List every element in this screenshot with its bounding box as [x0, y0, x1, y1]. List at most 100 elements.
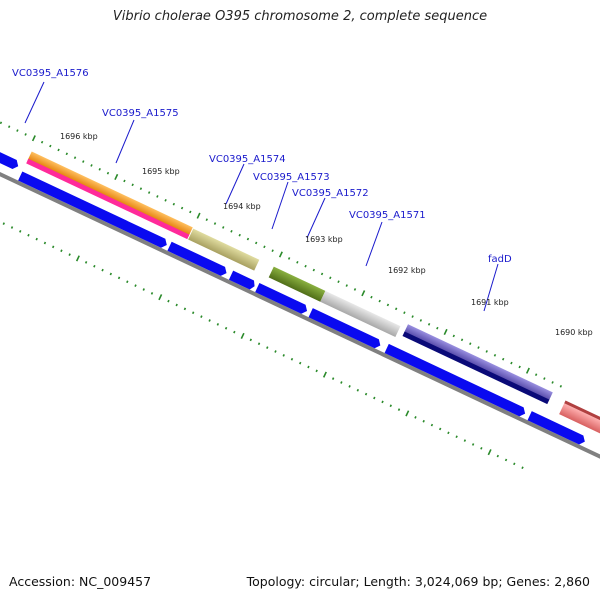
- minor-tick: [463, 439, 467, 442]
- minor-tick: [320, 272, 324, 276]
- minor-tick: [49, 144, 52, 148]
- minor-tick: [477, 346, 480, 349]
- minor-tick: [68, 253, 71, 256]
- minor-tick: [312, 268, 316, 272]
- minor-tick: [315, 369, 318, 373]
- minor-tick: [337, 280, 340, 284]
- minor-tick: [200, 315, 203, 318]
- cds-arrow: [308, 308, 381, 349]
- minor-tick: [156, 195, 159, 198]
- genome-backbone: [0, 163, 600, 466]
- gene-feature-navy: [402, 331, 550, 405]
- gene-feature-salmon: [559, 403, 600, 440]
- minor-tick: [510, 361, 513, 365]
- minor-tick: [296, 260, 299, 264]
- minor-tick: [230, 229, 233, 233]
- minor-tick: [496, 454, 500, 458]
- minor-tick: [364, 392, 368, 396]
- map-title: Vibrio cholerae O395 chromosome 2, compl…: [112, 9, 488, 24]
- minor-tick: [331, 377, 335, 380]
- gene-label-a1574: VC0395_A1574: [209, 154, 286, 165]
- minor-tick: [24, 133, 27, 136]
- minor-tick: [356, 388, 360, 392]
- minor-tick: [263, 245, 266, 249]
- gene-feature-magenta: [26, 158, 190, 240]
- gene-feature-khaki: [188, 228, 260, 271]
- minor-tick: [340, 381, 343, 384]
- minor-tick: [147, 191, 151, 194]
- gene-label-a1575: VC0395_A1575: [102, 108, 179, 119]
- minor-tick: [414, 416, 417, 419]
- minor-tick: [84, 261, 88, 264]
- minor-tick: [469, 342, 472, 346]
- minor-tick: [411, 315, 414, 318]
- gene-label-a1576: VC0395_A1576: [12, 68, 89, 79]
- cds-arrow: [384, 343, 526, 417]
- minor-tick: [290, 357, 294, 361]
- minor-tick: [82, 160, 85, 163]
- minor-tick: [222, 226, 225, 229]
- major-tick: [405, 410, 410, 417]
- callout-line: [115, 119, 135, 164]
- minor-tick: [90, 164, 93, 167]
- minor-tick: [287, 257, 291, 260]
- minor-tick: [208, 319, 211, 322]
- minor-tick: [172, 202, 176, 206]
- minor-tick: [254, 241, 258, 245]
- minor-tick: [471, 443, 475, 446]
- major-tick: [158, 294, 163, 301]
- callout-line: [306, 197, 326, 239]
- minor-tick: [502, 357, 505, 361]
- minor-tick: [518, 365, 521, 369]
- minor-tick: [257, 342, 261, 346]
- position-label-1694: 1694 kbp: [223, 202, 261, 211]
- minor-tick: [16, 129, 19, 132]
- minor-tick: [233, 330, 236, 334]
- minor-tick: [559, 384, 563, 388]
- cds-arrow: [18, 171, 167, 248]
- major-tick: [443, 328, 448, 336]
- minor-tick: [534, 373, 538, 376]
- minor-tick: [57, 148, 60, 152]
- callout-line: [483, 263, 499, 312]
- major-tick: [278, 251, 283, 258]
- minor-tick: [150, 292, 154, 295]
- minor-tick: [353, 288, 357, 291]
- gene-label-a1571: VC0395_A1571: [349, 210, 426, 221]
- minor-tick: [189, 210, 192, 214]
- minor-tick: [504, 458, 508, 462]
- minor-tick: [43, 241, 47, 245]
- cds-arrow: [0, 151, 19, 170]
- callout-line: [271, 181, 289, 230]
- minor-tick: [164, 198, 167, 202]
- minor-tick: [271, 249, 274, 253]
- major-tick: [487, 449, 492, 456]
- minor-tick: [167, 299, 170, 303]
- minor-tick: [455, 435, 458, 439]
- minor-tick: [65, 152, 68, 156]
- sequence-summary: Topology: circular; Length: 3,024,069 bp…: [246, 574, 590, 589]
- minor-tick: [224, 326, 228, 330]
- gene-feature-purple: [404, 324, 553, 401]
- minor-tick: [378, 299, 381, 303]
- cds-arrow: [255, 283, 308, 314]
- minor-tick: [126, 280, 129, 284]
- minor-tick: [134, 284, 137, 287]
- minor-tick: [513, 462, 516, 466]
- major-tick: [322, 371, 327, 378]
- gene-label-fadd: fadD: [488, 254, 512, 265]
- minor-tick: [521, 466, 524, 470]
- minor-tick: [422, 419, 425, 423]
- minor-tick: [436, 326, 439, 330]
- cds-arrow: [228, 270, 255, 290]
- callout-line: [24, 81, 45, 124]
- gene-feature-grey: [320, 290, 401, 338]
- cds-arrow: [167, 241, 227, 276]
- callout-line: [225, 163, 245, 205]
- minor-tick: [213, 222, 217, 225]
- position-label-1692: 1692 kbp: [388, 266, 426, 275]
- major-tick: [240, 332, 245, 339]
- minor-tick: [19, 230, 22, 233]
- position-label-1691: 1691 kbp: [471, 298, 509, 307]
- minor-tick: [106, 171, 110, 175]
